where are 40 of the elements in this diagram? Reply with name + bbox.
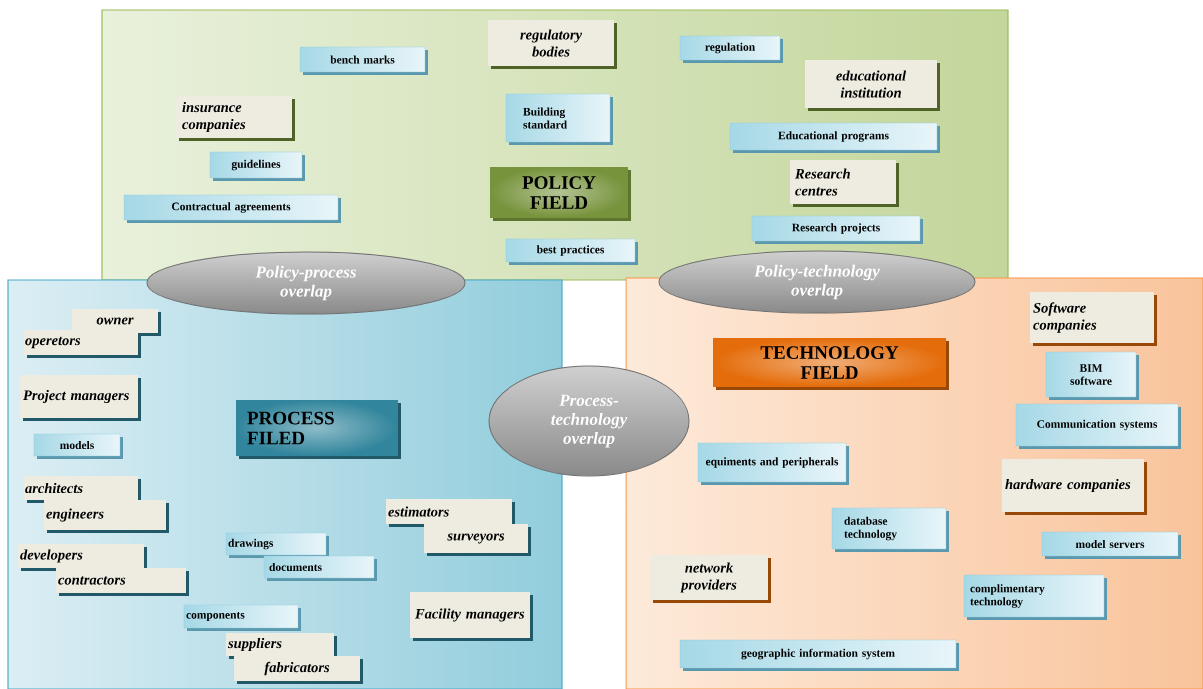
actor-box: Facility managers (410, 592, 533, 641)
actor-box: fabricators (234, 656, 363, 684)
label-box: documents (263, 555, 377, 581)
label-box: Educational programs (729, 122, 940, 153)
actor-box: network providers (650, 555, 771, 603)
actor-box: surveyors (424, 524, 531, 556)
label-box: regulation (679, 35, 783, 63)
actor-box: Software companies (1030, 292, 1157, 346)
label-box: equiments and peripherals (697, 442, 849, 485)
actor-box: educational institution (805, 60, 940, 111)
actor-box: developers (18, 544, 147, 571)
actor-box: Research centres (790, 160, 899, 207)
actor-box: hardware companies (1002, 459, 1147, 515)
actor-box: architects (24, 476, 141, 503)
actor-box: contractors (56, 568, 189, 596)
label-box: geographic information system (679, 639, 959, 671)
label-box: model servers (1041, 531, 1181, 559)
label-box: complimentary technology (963, 574, 1107, 620)
label-box: Contractual agreements (123, 194, 341, 223)
label-box: bench marks (299, 46, 428, 75)
label-box: components (183, 604, 301, 631)
field-title-box: POLICY FIELD (490, 167, 631, 221)
label-box: Communication systems (1015, 403, 1181, 449)
actor-box: engineers (44, 500, 169, 533)
node-label: suppliers (227, 637, 282, 652)
actor-box: operetors (24, 330, 141, 358)
actor-box: Project managers (20, 375, 141, 421)
label-box: Research projects (751, 215, 923, 244)
node-label: operetors (25, 336, 81, 349)
label-box: models (33, 433, 123, 459)
field-title-box: PROCESS FILED (236, 400, 401, 459)
label-box: drawings (225, 532, 329, 558)
label-box: BIM software (1045, 351, 1139, 400)
label-box: best practices (505, 238, 638, 265)
label-box: database technology (831, 507, 949, 552)
actor-box: insurance companies (176, 96, 295, 141)
field-title-box: TECHNOLOGY FIELD (713, 338, 949, 390)
label-box: guidelines (209, 151, 305, 181)
actor-box: regulatory bodies (488, 20, 617, 69)
label-box: Building standard (505, 93, 613, 145)
